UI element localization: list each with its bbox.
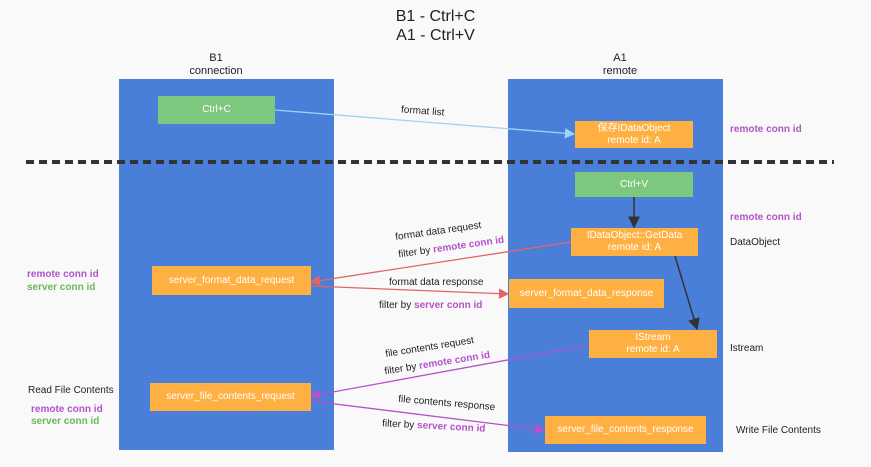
arrow-getdata-istream [674, 255, 700, 331]
getdata-remote-id: remote id: A [607, 242, 662, 253]
ctrl-v-label: Ctrl+V [619, 178, 649, 190]
file-contents-response-label: server_file_contents_response [557, 424, 694, 435]
b1-sub: connection [189, 65, 243, 77]
arrow-format-data-response [310, 285, 510, 299]
arrow-file-contents-request [309, 344, 590, 400]
ctrl-c-label: Ctrl+C [202, 104, 231, 115]
file-contents-response-box: server_file_contents_response [545, 416, 706, 444]
a1-sub: remote [602, 65, 638, 77]
a1-name: A1 [613, 52, 627, 64]
a1-column-label: A1 remote [580, 52, 660, 78]
remote-conn-id-left-label-2: remote conn id [31, 404, 103, 415]
remote-conn-id-left-label: remote conn id [27, 269, 99, 280]
arrow-file-contents-response [310, 400, 546, 435]
b1-name: B1 [209, 52, 223, 64]
dataobject-side-label: DataObject [730, 237, 781, 248]
data-object-label: 保存IDataObject [597, 122, 671, 134]
data-object-box: 保存IDataObject remote id: A [575, 121, 693, 148]
server-conn-id-left-label-2: server conn id [31, 416, 100, 427]
server-conn-id-text: server conn id [416, 420, 486, 435]
istream-side-label: Istream [730, 343, 764, 354]
ctrl-v-box: Ctrl+V [575, 172, 693, 197]
remote-conn-id-side-label: remote conn id [730, 124, 802, 135]
arrow-format-data-request [309, 241, 572, 286]
title-line-1: B1 - Ctrl+C [395, 8, 476, 25]
istream-label: IStream [635, 332, 671, 343]
file-contents-request-label: server_file_contents_request [166, 391, 295, 402]
istream-box: IStream remote id: A [589, 330, 717, 358]
format-data-request-label: server_format_data_request [168, 274, 295, 286]
format-data-response-box: server_format_data_response [509, 279, 664, 308]
write-file-contents-label: Write File Contents [736, 425, 821, 436]
getdata-box: IDataObject::GetData remote id: A [571, 228, 698, 256]
file-contents-request-box: server_file_contents_request [150, 383, 311, 411]
format-data-response-arrow-label: format data response [389, 277, 484, 288]
getdata-label: IDataObject::GetData [586, 230, 683, 241]
arrow-format-list [274, 109, 576, 139]
remote-conn-id-side-label-2: remote conn id [730, 212, 802, 223]
filter-by-text: filter by [381, 418, 418, 432]
format-data-response-label: server_format_data_response [519, 287, 654, 299]
b1-column-label: B1 connection [176, 52, 256, 78]
format-data-response-filter-label: filter by server conn id [379, 300, 482, 312]
istream-remote-id: remote id: A [626, 344, 680, 355]
read-file-contents-label: Read File Contents [28, 385, 114, 396]
server-conn-id-text: server conn id [414, 300, 483, 311]
format-data-request-box: server_format_data_request [152, 266, 311, 295]
server-conn-id-left-label: server conn id [27, 282, 96, 293]
filter-by-text: filter by [379, 300, 415, 311]
data-object-remote-id: remote id: A [607, 134, 661, 146]
ctrl-c-box: Ctrl+C [158, 96, 275, 124]
title-line-2: A1 - Ctrl+V [396, 27, 475, 44]
